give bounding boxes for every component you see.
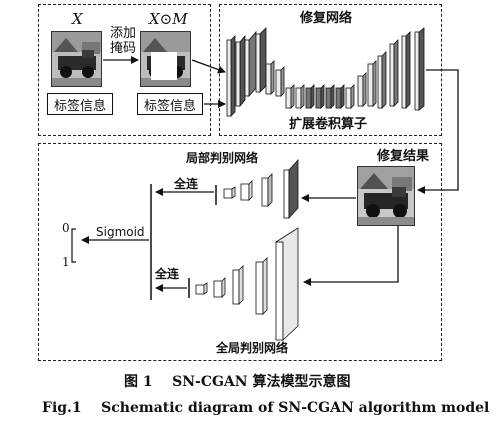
xm-label: X⊙M: [149, 10, 188, 28]
dilated-layer-4: [315, 87, 322, 109]
mask-step-line2: 掩码: [110, 41, 137, 56]
repair-result-image: [357, 166, 415, 226]
x-label: X: [72, 10, 83, 28]
enc-layer-3: [248, 30, 257, 98]
tag-info-box-1: 标签信息: [47, 93, 113, 115]
enc-layer-2: [239, 34, 246, 108]
dilated-layer-5: [325, 87, 332, 109]
tag-info-box-2: 标签信息: [137, 93, 203, 115]
enc-layer-6: [275, 69, 282, 97]
arrow-network-to-result: [417, 69, 459, 194]
input-frame: [38, 4, 211, 136]
sigmoid-label: Sigmoid: [96, 225, 145, 239]
output-one-label: 1: [62, 255, 70, 269]
caption-en: Fig.1 Schematic diagram of SN-CGAN algor…: [42, 400, 490, 416]
dilated-layer-7: [345, 87, 352, 109]
dec-layer-5: [401, 35, 407, 109]
dilated-conv-label: 扩展卷积算子: [289, 117, 368, 132]
repair-network-layers: [226, 27, 425, 117]
output-zero-label: 0: [62, 221, 70, 235]
local-discriminator-title: 局部判别网络: [186, 151, 259, 165]
local-discriminator-layers: [223, 158, 299, 220]
dec-layer-6: [414, 31, 420, 111]
output-bracket: [71, 228, 76, 263]
dilated-layer-2: [295, 87, 302, 109]
enc-layer-1: [230, 35, 236, 117]
dec-layer-3: [377, 55, 383, 109]
repair-result-label: 修复结果: [377, 149, 430, 164]
global-discriminator-layers: [195, 227, 299, 341]
masked-image: [140, 31, 191, 87]
arrow-masked-to-network: [191, 59, 226, 74]
dilated-layer-6: [335, 87, 342, 109]
mask-step-line1: 添加: [110, 26, 137, 41]
dec-layer-2: [367, 63, 374, 107]
fc-local-label: 全连: [174, 177, 199, 191]
arrow-result-to-global: [303, 226, 399, 286]
dec-layer-4: [389, 43, 395, 107]
enc-layer-4: [259, 27, 267, 93]
global-discriminator-title: 全局判别网络: [216, 341, 289, 355]
enc-layer-5: [265, 63, 272, 95]
caption-zh: 图 1 SN-CGAN 算法模型示意图: [124, 374, 351, 390]
discriminator-frame: [38, 143, 442, 361]
fc-global-label: 全连: [155, 267, 180, 281]
input-image: [51, 31, 102, 87]
repair-network-title: 修复网络: [300, 11, 353, 26]
dec-layer-1: [357, 75, 364, 107]
dilated-layer-3: [305, 87, 312, 109]
dilated-layer-1: [285, 87, 292, 109]
